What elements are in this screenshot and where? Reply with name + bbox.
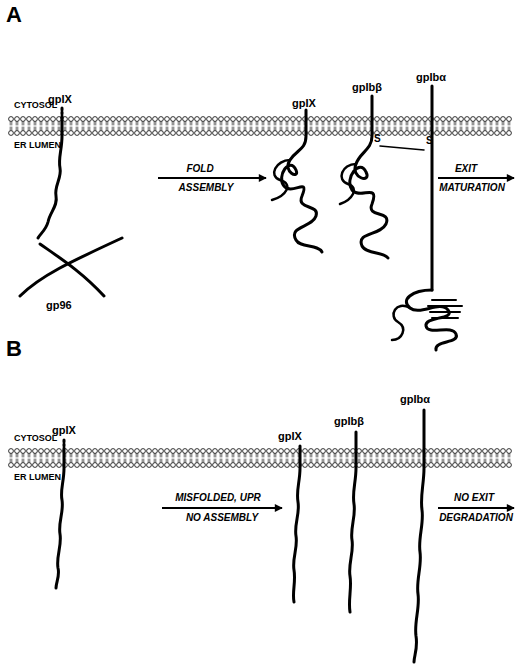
- step-label: DEGRADATION: [439, 513, 513, 523]
- protein-label: gpIX: [292, 98, 316, 109]
- step-label: EXIT: [455, 164, 477, 174]
- protein-label: gpIbβ: [334, 416, 364, 427]
- protein-label: gpIX: [52, 425, 76, 436]
- disulfide-label: S: [426, 136, 433, 146]
- compartment-label: ER LUMEN: [14, 473, 61, 482]
- gp96: [40, 244, 104, 296]
- panel-label: B: [6, 338, 22, 360]
- gpiba-chain: [431, 86, 434, 290]
- step-label: ASSEMBLY: [179, 183, 234, 193]
- compartment-label: CYTOSOL: [14, 434, 57, 443]
- protein-label: gpIX: [278, 431, 302, 442]
- gpix-chain: [56, 448, 64, 588]
- process-arrow: [438, 177, 514, 179]
- panel-label: A: [6, 4, 22, 26]
- gpibb-folded: [350, 96, 388, 258]
- protein-label: gpIbβ: [352, 82, 382, 93]
- gpix-chain: [293, 446, 300, 602]
- disulfide: [380, 146, 424, 150]
- membrane: [8, 448, 512, 468]
- protein-label: gpIbα: [400, 394, 430, 405]
- step-label: NO EXIT: [454, 493, 494, 503]
- process-arrow: [438, 507, 514, 509]
- protein-label: gpIX: [48, 94, 72, 105]
- gp96: [20, 238, 122, 296]
- step-label: MATURATION: [439, 183, 505, 193]
- gpix-chain: [38, 118, 62, 238]
- disulfide-label: S: [374, 134, 381, 144]
- compartment-label: ER LUMEN: [14, 141, 61, 150]
- step-label: NO ASSEMBLY: [186, 513, 258, 523]
- gpix-folded: [282, 110, 322, 252]
- membrane: [8, 116, 512, 136]
- protein-label: gpIbα: [416, 72, 446, 83]
- gpiba-chain: [414, 410, 424, 662]
- process-arrow: [162, 507, 282, 509]
- protein-label: gp96: [46, 300, 72, 311]
- gpibb-chain: [349, 432, 356, 612]
- step-label: MISFOLDED, UPR: [175, 493, 261, 503]
- process-arrow: [158, 177, 266, 179]
- step-label: FOLD: [186, 164, 213, 174]
